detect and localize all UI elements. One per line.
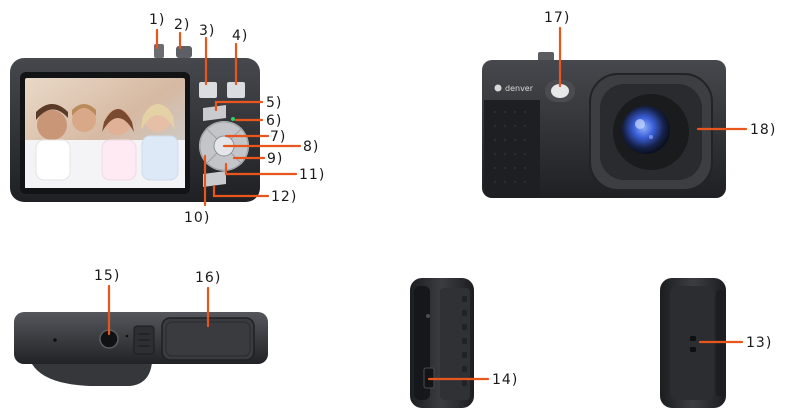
callout-6: 6) bbox=[266, 113, 282, 129]
callout-7: 7) bbox=[270, 129, 286, 145]
status-led bbox=[231, 117, 235, 121]
callout-10: 10) bbox=[184, 210, 210, 226]
callout-2: 2) bbox=[174, 17, 190, 33]
callout-8: 8) bbox=[303, 139, 319, 155]
leader-11 bbox=[224, 162, 298, 176]
mode-button bbox=[199, 82, 217, 98]
delete-button bbox=[203, 171, 226, 187]
callout-1: 1) bbox=[149, 12, 165, 28]
tripod-mount bbox=[100, 330, 118, 348]
screen-photo bbox=[25, 104, 185, 188]
callout-3: 3) bbox=[199, 23, 215, 39]
menu-button bbox=[227, 82, 245, 98]
leader-5 bbox=[214, 100, 264, 112]
callout-9: 9) bbox=[267, 151, 283, 167]
microphone-hole bbox=[53, 338, 57, 342]
callout-16: 16) bbox=[195, 270, 221, 286]
callout-labels: 1) 2) 3) 4) 5) 6) 7) 8) 9) 10) 11) 12) 1… bbox=[94, 10, 776, 388]
callout-5: 5) bbox=[266, 95, 282, 111]
playback-button bbox=[203, 105, 226, 121]
callout-12: 12) bbox=[271, 189, 297, 205]
callout-13: 13) bbox=[746, 335, 772, 351]
shutter-button bbox=[176, 46, 192, 58]
camera-left-side-view bbox=[410, 278, 474, 408]
callout-15: 15) bbox=[94, 268, 120, 284]
callout-18: 18) bbox=[750, 122, 776, 138]
leader-lines bbox=[107, 26, 748, 381]
hand-grip bbox=[484, 100, 540, 198]
callout-11: 11) bbox=[299, 167, 325, 183]
camera-right-side-view bbox=[660, 278, 726, 408]
flash-bump bbox=[538, 52, 554, 62]
brand-logo-text: denver bbox=[505, 84, 534, 93]
brand-logo-icon bbox=[494, 84, 502, 92]
camera-lens bbox=[622, 106, 670, 154]
camera-top-view bbox=[14, 312, 268, 386]
callout-17: 17) bbox=[544, 10, 570, 26]
leader-12 bbox=[212, 184, 270, 198]
camera-front-view: denver bbox=[482, 52, 726, 198]
camera-back-view bbox=[10, 44, 260, 202]
power-button bbox=[154, 44, 164, 58]
strap-eyelet-bottom bbox=[690, 347, 696, 352]
strap-eyelet-top bbox=[690, 336, 696, 341]
callout-14: 14) bbox=[492, 372, 518, 388]
callout-4: 4) bbox=[232, 28, 248, 44]
